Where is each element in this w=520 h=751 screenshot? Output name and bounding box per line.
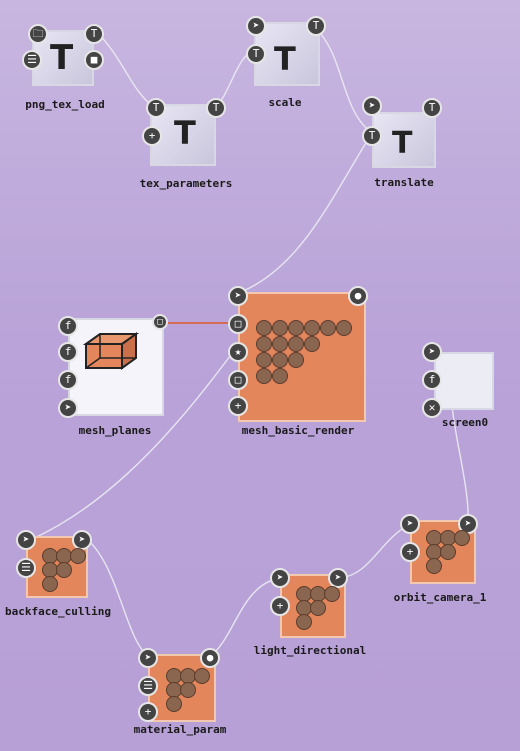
circle-icon[interactable]: ●: [348, 286, 368, 306]
node-label: png_tex_load: [25, 98, 105, 111]
texture-t-icon[interactable]: T: [422, 98, 442, 118]
wire-backface-to-material: [87, 539, 151, 659]
arrow-icon[interactable]: ➤: [270, 568, 290, 588]
node-translate[interactable]: ➤ T T T: [360, 94, 444, 172]
layers-icon[interactable]: ☰: [16, 558, 36, 578]
texture-t-icon[interactable]: T: [146, 98, 166, 118]
cube-icon: [82, 332, 140, 370]
wire-render-to-backface: [29, 347, 237, 541]
square-icon[interactable]: □: [228, 370, 248, 390]
plus-icon[interactable]: +: [228, 396, 248, 416]
texture-t-icon: T: [50, 38, 74, 78]
layers-icon[interactable]: ☰: [138, 676, 158, 696]
cube-icon[interactable]: □: [152, 314, 168, 330]
arrow-icon[interactable]: ➤: [328, 568, 348, 588]
node-label: backface_culling: [5, 605, 111, 618]
texture-t-icon[interactable]: T: [206, 98, 226, 118]
function-f-icon[interactable]: f: [58, 370, 78, 390]
function-f-icon[interactable]: f: [422, 370, 442, 390]
node-label: orbit_camera_1: [393, 591, 487, 604]
node-mesh-basic-render[interactable]: ➤ ● □ ★ □ +: [226, 284, 372, 424]
texture-t-icon: T: [274, 40, 296, 78]
texture-t-icon: T: [392, 126, 413, 161]
plus-icon[interactable]: +: [138, 702, 158, 722]
cube-icon[interactable]: □: [228, 314, 248, 334]
plus-icon[interactable]: +: [142, 126, 162, 146]
square-icon[interactable]: ■: [84, 50, 104, 70]
arrow-icon[interactable]: ➤: [228, 286, 248, 306]
node-label: material_param: [133, 723, 227, 736]
arrow-icon[interactable]: ➤: [422, 342, 442, 362]
arrow-icon[interactable]: ➤: [400, 514, 420, 534]
arrow-icon[interactable]: ➤: [138, 648, 158, 668]
node-label: screen0: [441, 416, 489, 429]
node-label: mesh_basic_render: [241, 424, 355, 437]
arrow-icon[interactable]: ➤: [72, 530, 92, 550]
function-f-icon[interactable]: f: [58, 342, 78, 362]
arrow-icon[interactable]: ➤: [246, 16, 266, 36]
folder-icon[interactable]: 🗀: [28, 24, 48, 44]
node-orbit-camera-1[interactable]: ➤ ➤ +: [398, 512, 482, 588]
plus-icon[interactable]: +: [270, 596, 290, 616]
node-label: translate: [374, 176, 434, 189]
node-backface-culling[interactable]: ➤ ➤ ☰: [14, 528, 94, 602]
node-light-directional[interactable]: ➤ ➤ +: [268, 566, 352, 640]
node-scale[interactable]: ➤ T T T: [244, 14, 330, 92]
texture-t-icon: T: [174, 114, 196, 152]
texture-t-icon[interactable]: T: [246, 44, 266, 64]
node-mesh-planes[interactable]: f f f ➤ □: [56, 312, 172, 420]
function-f-icon[interactable]: f: [58, 316, 78, 336]
node-label: light_directional: [253, 644, 367, 657]
node-label: tex_parameters: [139, 177, 233, 190]
arrow-icon[interactable]: ➤: [16, 530, 36, 550]
arrow-icon[interactable]: ➤: [362, 96, 382, 116]
node-material-param[interactable]: ➤ ● ☰ +: [136, 646, 222, 724]
wire-scale-to-translate: [314, 27, 373, 134]
node-label: scale: [268, 96, 302, 109]
stars-icon[interactable]: ★: [228, 342, 248, 362]
close-x-icon[interactable]: ✕: [422, 398, 442, 418]
circle-icon[interactable]: ●: [200, 648, 220, 668]
node-label: mesh_planes: [78, 424, 152, 437]
plus-icon[interactable]: +: [400, 542, 420, 562]
layers-icon[interactable]: ☰: [22, 50, 42, 70]
texture-t-icon[interactable]: T: [306, 16, 326, 36]
texture-t-icon[interactable]: T: [84, 24, 104, 44]
node-tex-parameters[interactable]: T T + T: [140, 96, 226, 172]
arrow-icon[interactable]: ➤: [58, 398, 78, 418]
texture-t-icon[interactable]: T: [362, 126, 382, 146]
node-body: [434, 352, 494, 410]
node-png-tex-load[interactable]: 🗀 T ☰ ■ T: [20, 20, 106, 100]
wire-translate-to-render: [235, 132, 373, 295]
node-screen0[interactable]: ➤ f ✕: [420, 340, 500, 422]
wire-orbit-to-screen: [451, 404, 469, 525]
